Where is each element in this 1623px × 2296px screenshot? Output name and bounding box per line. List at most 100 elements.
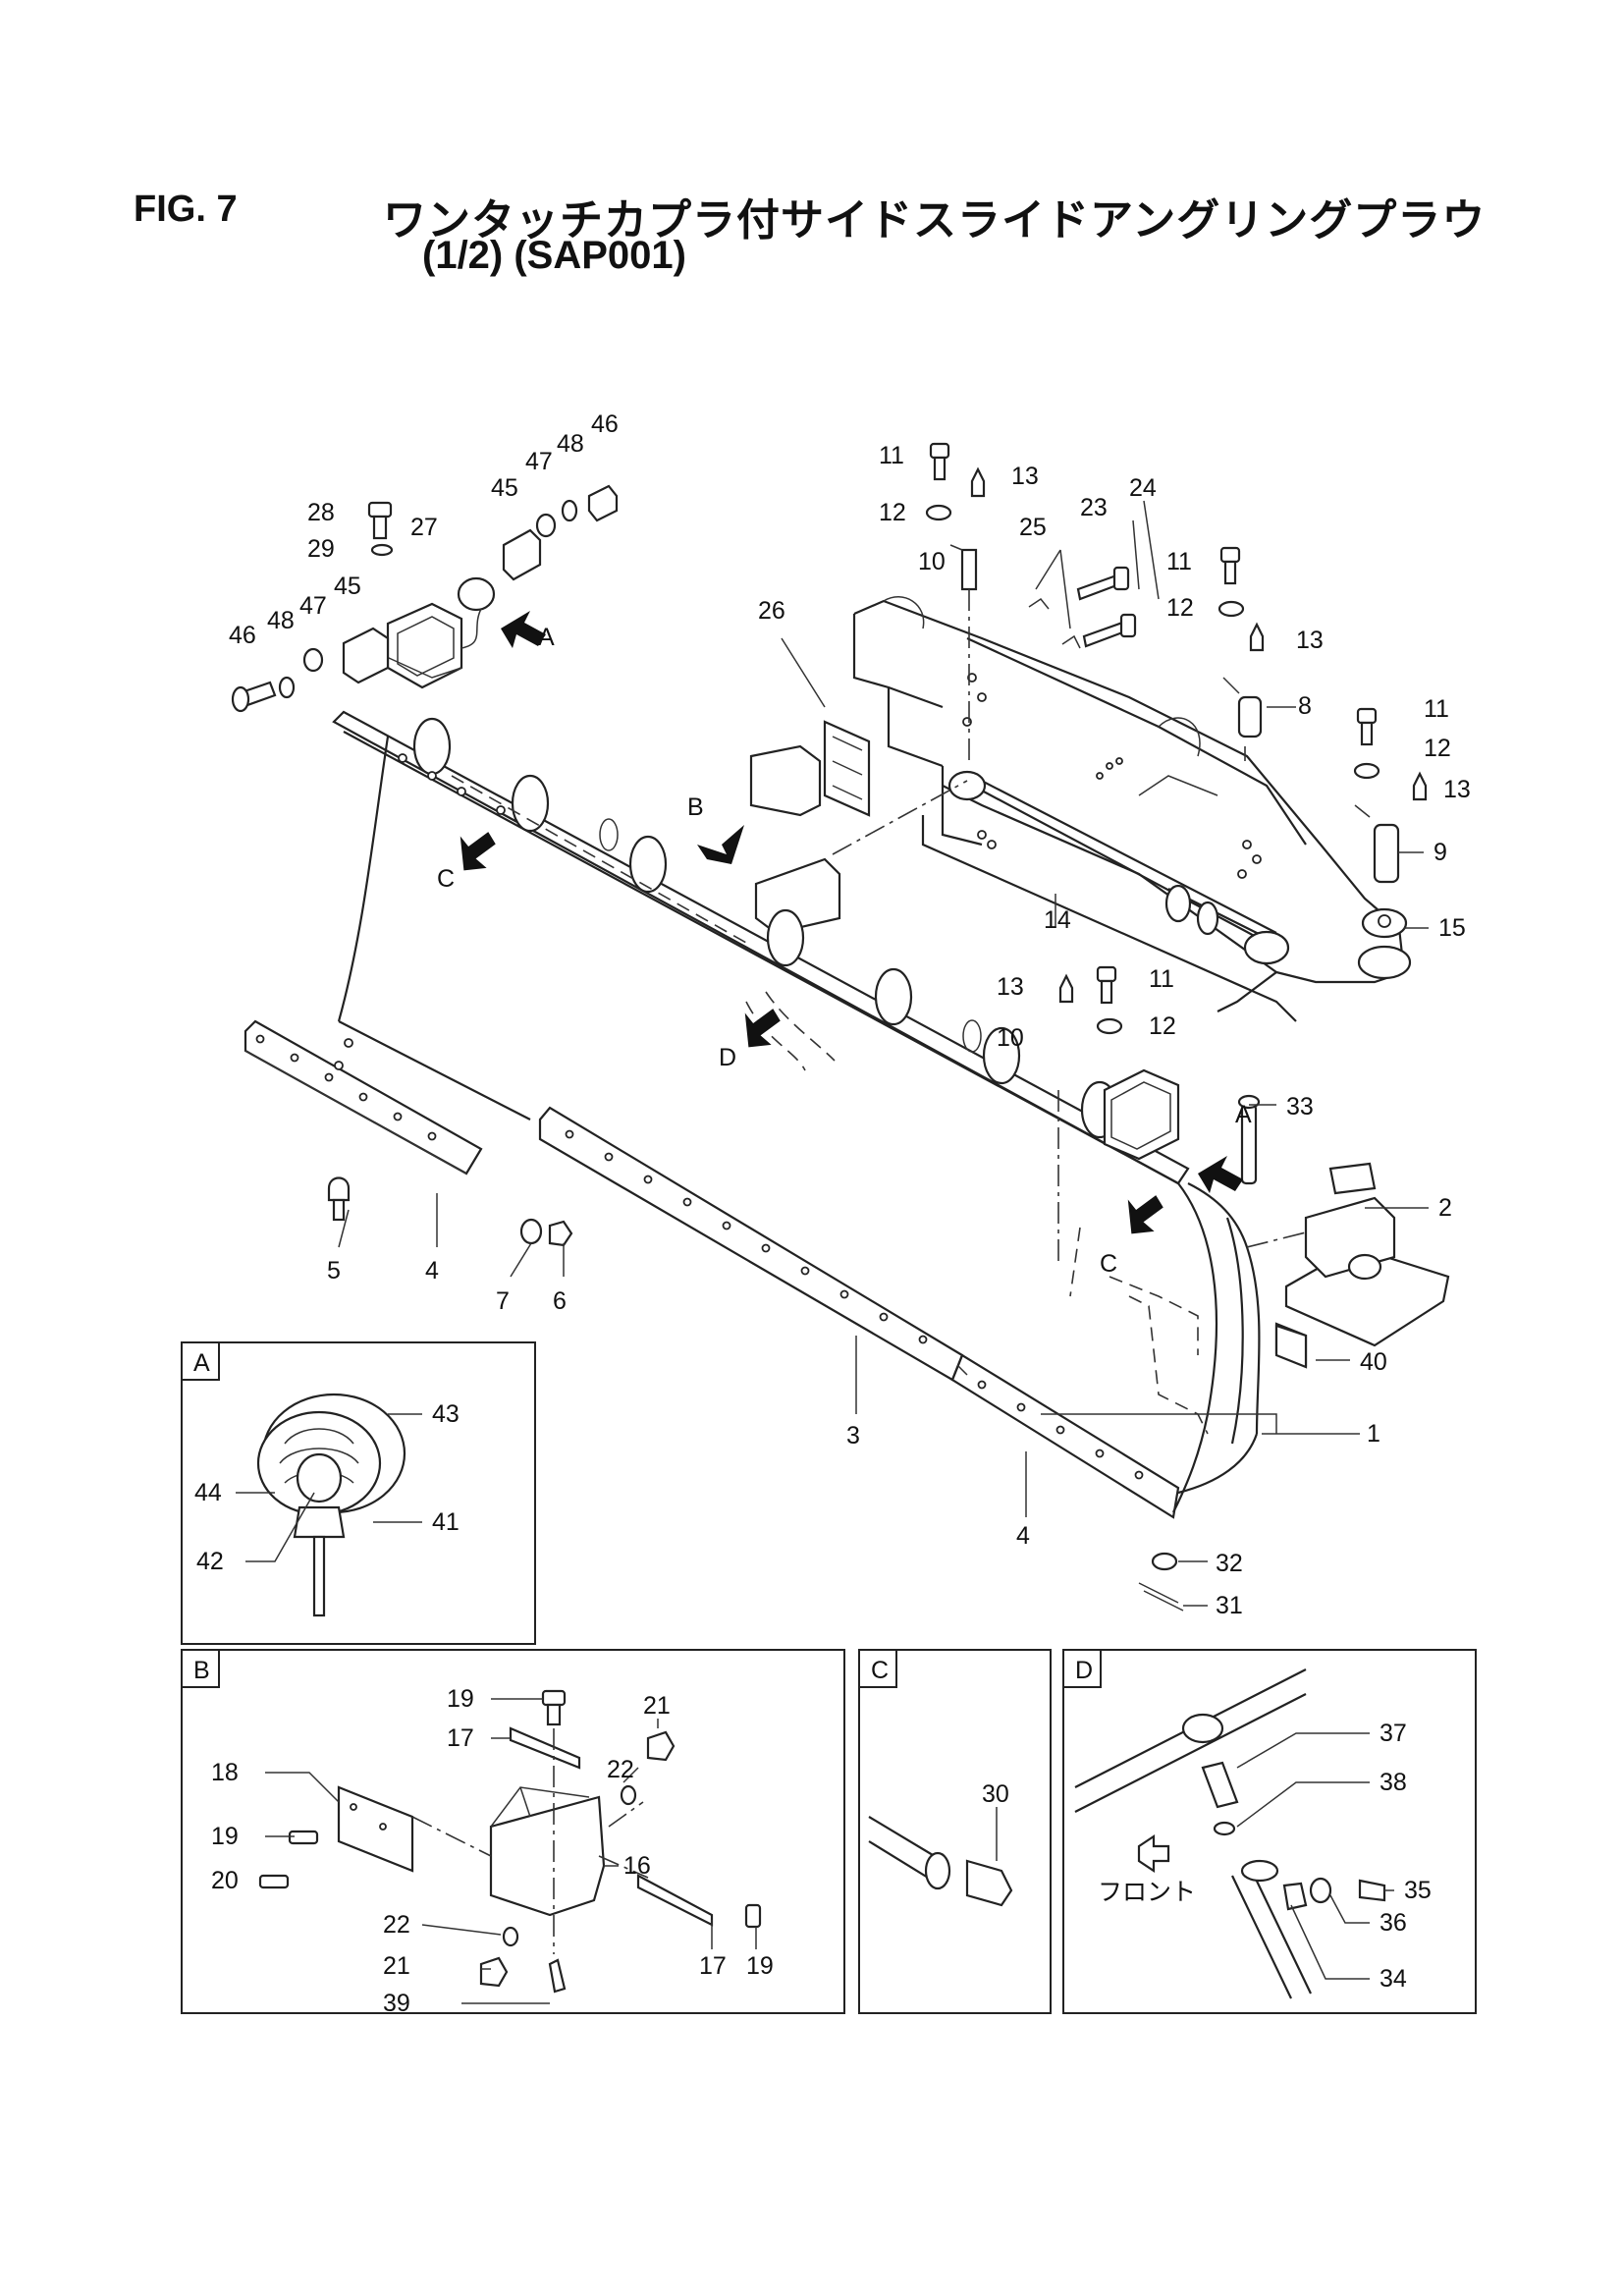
callout-7: 7 <box>496 1287 510 1315</box>
callout-13d: 13 <box>997 973 1024 1001</box>
callout-36: 36 <box>1380 1909 1407 1937</box>
callout-9: 9 <box>1434 839 1447 866</box>
callout-15: 15 <box>1438 914 1466 942</box>
detail-panel-d: D 37 38 35 36 34 フロント <box>1062 1649 1477 2014</box>
detail-panel-c: C 30 <box>858 1649 1052 2014</box>
callout-26: 26 <box>758 597 785 625</box>
callout-22a: 22 <box>607 1756 634 1783</box>
callout-10a: 10 <box>918 548 946 575</box>
callout-12a: 12 <box>879 499 906 526</box>
slide-pads-26 <box>749 720 871 935</box>
callout-37: 37 <box>1380 1720 1407 1747</box>
panel-label-C: C <box>871 1657 889 1684</box>
callout-30: 30 <box>982 1780 1009 1808</box>
callout-39: 39 <box>383 1990 410 2017</box>
callout-12b: 12 <box>1166 594 1194 622</box>
callout-45a: 45 <box>491 474 518 502</box>
plow-blade-1 <box>332 589 1326 1513</box>
detail-panel-a: A 43 41 44 42 <box>181 1341 536 1645</box>
callout-2: 2 <box>1438 1194 1452 1222</box>
panel-label-A: A <box>193 1349 210 1377</box>
callout-47b: 47 <box>299 592 327 620</box>
callout-labels-main: 1 2 3 4 4 5 6 7 8 9 10 10 11 11 11 11 12… <box>229 410 1471 1619</box>
callout-47a: 47 <box>525 448 553 475</box>
callout-25: 25 <box>1019 514 1047 541</box>
callout-32: 32 <box>1216 1550 1243 1577</box>
view-arrows <box>460 611 1243 1234</box>
view-marker-C1: C <box>437 865 455 893</box>
callout-28: 28 <box>307 499 335 526</box>
callout-24: 24 <box>1129 474 1157 502</box>
leader-lines <box>338 500 1429 1607</box>
callout-29: 29 <box>307 535 335 563</box>
callout-18: 18 <box>211 1759 239 1786</box>
callout-16: 16 <box>623 1852 651 1880</box>
callout-22b: 22 <box>383 1911 410 1939</box>
callout-11a: 11 <box>879 442 904 469</box>
view-marker-D: D <box>719 1044 736 1071</box>
callout-10b: 10 <box>997 1024 1024 1052</box>
callout-33: 33 <box>1286 1093 1314 1121</box>
work-lamps-27 <box>231 484 1180 1161</box>
callout-19a: 19 <box>211 1823 239 1850</box>
callout-13a: 13 <box>1011 463 1039 490</box>
figure-subtitle: (1/2) (SAP001) <box>422 234 686 277</box>
callout-12d: 12 <box>1149 1012 1176 1040</box>
view-marker-B: B <box>687 793 704 821</box>
callout-11b: 11 <box>1166 548 1192 575</box>
callout-6: 6 <box>553 1287 567 1315</box>
panel-label-D: D <box>1075 1657 1093 1684</box>
callout-44: 44 <box>194 1479 222 1506</box>
hydraulic-cylinder-14 <box>947 770 1290 965</box>
view-marker-C2: C <box>1100 1250 1117 1278</box>
cutting-edges-3-4 <box>243 1019 1180 1519</box>
figure-title: ワンタッチカプラ付サイドスライドアングリングプラウ <box>383 196 1487 245</box>
callout-4a: 4 <box>425 1257 439 1285</box>
callout-17a: 17 <box>447 1724 474 1752</box>
callout-34: 34 <box>1380 1965 1407 1993</box>
front-label: フロント <box>1098 1879 1196 1906</box>
callout-19b: 19 <box>447 1685 474 1713</box>
main-frame <box>852 596 1406 1022</box>
callout-45b: 45 <box>334 573 361 600</box>
callout-11c: 11 <box>1424 695 1449 723</box>
callout-21b: 21 <box>383 1952 410 1980</box>
callout-21a: 21 <box>643 1692 671 1720</box>
bottom-small-parts <box>1138 1324 1308 1612</box>
callout-46b: 46 <box>229 622 256 649</box>
figure-number: FIG. 7 <box>134 189 238 230</box>
callout-5: 5 <box>327 1257 341 1285</box>
callout-3: 3 <box>846 1422 860 1449</box>
callout-19c: 19 <box>746 1952 774 1980</box>
callout-4b: 4 <box>1016 1522 1030 1550</box>
callout-41: 41 <box>432 1508 460 1536</box>
callout-48b: 48 <box>267 607 295 634</box>
callout-38: 38 <box>1380 1769 1407 1796</box>
callout-35: 35 <box>1404 1877 1432 1904</box>
callout-11d: 11 <box>1149 965 1174 993</box>
callout-31: 31 <box>1216 1592 1243 1619</box>
view-marker-A1: A <box>538 624 555 651</box>
callout-17b: 17 <box>699 1952 727 1980</box>
callout-14: 14 <box>1044 906 1071 934</box>
callout-13c: 13 <box>1443 776 1471 803</box>
coupler-bracket-2 <box>1237 1094 1450 1367</box>
view-marker-A2: A <box>1235 1101 1252 1128</box>
callout-8: 8 <box>1298 692 1312 720</box>
callout-12c: 12 <box>1424 735 1451 762</box>
callout-40: 40 <box>1360 1348 1387 1376</box>
callout-27: 27 <box>410 514 438 541</box>
callout-23: 23 <box>1080 494 1108 521</box>
pins-and-bolts-upper <box>925 442 1428 1035</box>
panel-label-B: B <box>193 1657 210 1684</box>
callout-20: 20 <box>211 1867 239 1894</box>
callout-48a: 48 <box>557 430 584 458</box>
callout-42: 42 <box>196 1548 224 1575</box>
pivot-boss-15 <box>1357 907 1412 980</box>
callout-43: 43 <box>432 1400 460 1428</box>
callout-46a: 46 <box>591 410 619 438</box>
callout-13b: 13 <box>1296 627 1324 654</box>
detail-panel-b: B 18 19 20 19 17 22 21 16 22 21 39 17 19 <box>181 1649 845 2017</box>
callout-1: 1 <box>1367 1420 1380 1448</box>
